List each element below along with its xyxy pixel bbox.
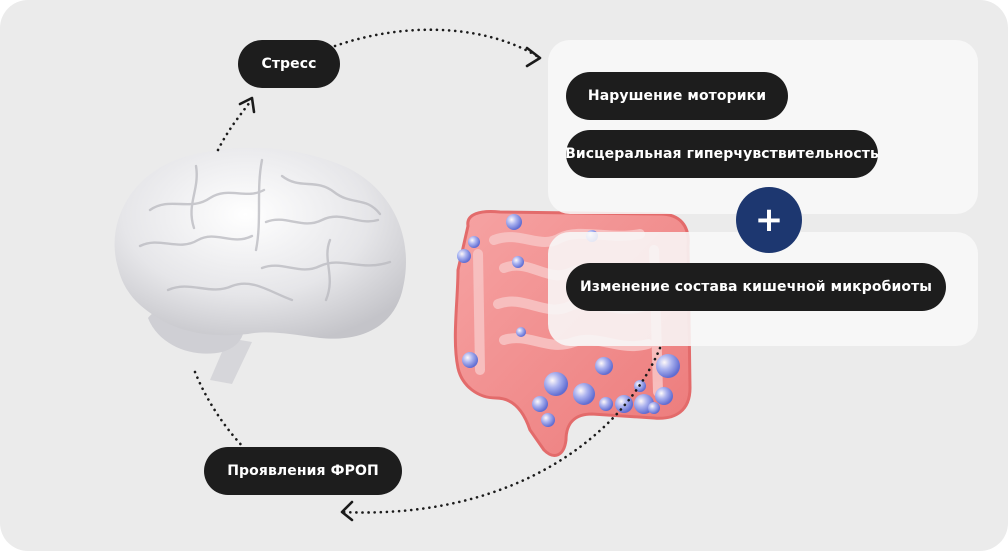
arrowhead-right-icon	[525, 46, 542, 68]
arrow-gut-to-manifestations	[340, 346, 662, 514]
node-microbiota: Изменение состава кишечной микробиоты	[566, 263, 946, 311]
arrowhead-left-icon	[340, 500, 354, 522]
arrow-manifestations-to-brain	[193, 370, 250, 454]
arrow-stress-to-symptoms	[333, 28, 542, 60]
node-manifestations: Проявления ФРОП	[204, 447, 402, 495]
brain-illustration	[114, 147, 406, 384]
plus-icon: +	[736, 187, 802, 253]
node-visceral: Висцеральная гиперчувствительность	[565, 130, 879, 178]
node-stress: Стресс	[238, 40, 340, 88]
symptoms-card	[548, 40, 978, 214]
arrow-brain-to-stress	[216, 100, 252, 152]
node-motility: Нарушение моторики	[566, 72, 788, 120]
arrowhead-up-icon	[238, 96, 256, 114]
cycle-arrows	[193, 28, 662, 514]
